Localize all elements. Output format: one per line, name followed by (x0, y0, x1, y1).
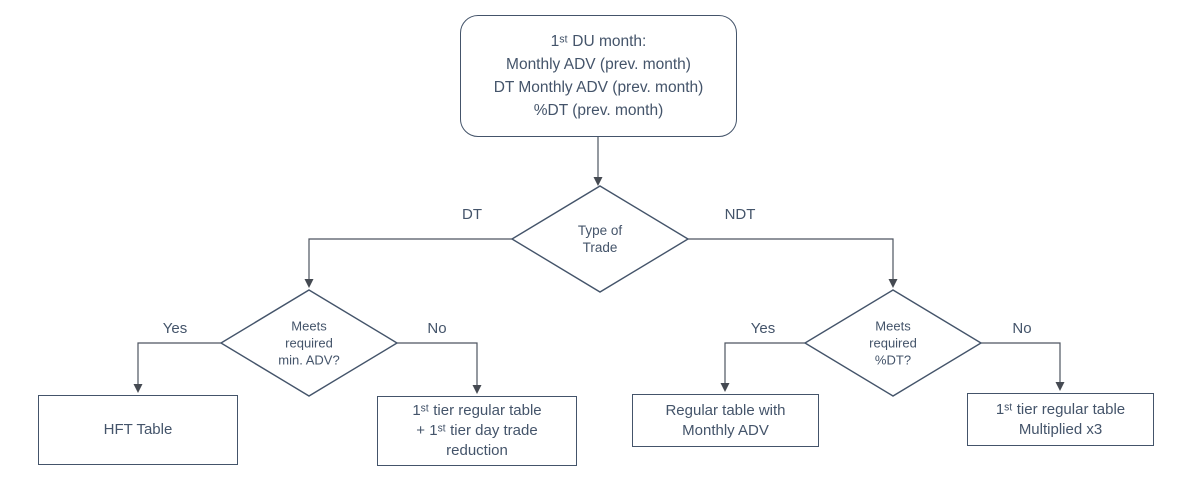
dt-no-result-line: + 1ˢᵗ tier day trade (416, 422, 538, 439)
ndt-yes-result-line: Regular table with (665, 401, 786, 419)
hft-table-node: HFT Table (38, 395, 238, 465)
start-node-line: Monthly ADV (prev. month) (506, 56, 691, 73)
meets-min-adv-line: min. ADV? (278, 352, 340, 368)
meets-pct-dt-label: Meets required %DT? (869, 318, 917, 369)
connector-pct-dt-yes-to-regular (720, 342, 805, 392)
meets-pct-dt-line: %DT? (874, 352, 912, 368)
type-of-trade-line: Trade (582, 240, 618, 255)
ndt-no-result-line: 1ˢᵗ tier regular table (995, 400, 1126, 418)
edge-label-dt: DT (462, 206, 482, 223)
dt-no-result-line: 1ˢᵗ tier regular table (412, 402, 542, 419)
ndt-yes-result-line: Monthly ADV (682, 421, 769, 439)
type-of-trade-label: Type of Trade (578, 222, 622, 256)
type-of-trade-diamond (510, 185, 690, 293)
ndt-yes-result-node: Regular table with Monthly ADV (632, 394, 819, 447)
ndt-no-result-line: Multiplied x3 (1018, 420, 1103, 438)
ndt-no-result-node: 1ˢᵗ tier regular table Multiplied x3 (967, 393, 1154, 446)
start-node: 1ˢᵗ DU month: Monthly ADV (prev. month) … (460, 15, 737, 137)
edge-label-ndt: NDT (724, 206, 756, 223)
meets-pct-dt-diamond (803, 289, 983, 397)
meets-min-adv-line: required (285, 335, 333, 351)
connector-pct-dt-no-to-multiplied (981, 342, 1065, 391)
meets-pct-dt-line: Meets (875, 318, 911, 334)
hft-table-line: HFT Table (103, 421, 173, 438)
connector-min-adv-no-to-reduction (397, 342, 482, 394)
edge-label-dt-no: No (427, 320, 447, 337)
edge-label-ndt-yes: Yes (750, 320, 776, 337)
dt-no-result-line: reduction (446, 442, 508, 459)
edge-label-dt-yes: Yes (162, 320, 188, 337)
start-node-line: %DT (prev. month) (533, 102, 664, 119)
meets-min-adv-line: Meets (291, 318, 327, 334)
meets-pct-dt-line: required (869, 335, 917, 351)
connector-min-adv-yes-to-hft (133, 342, 221, 393)
edge-label-ndt-no: No (1012, 320, 1032, 337)
connector-type-to-min-adv (304, 238, 512, 288)
start-node-line: DT Monthly ADV (prev. month) (493, 79, 704, 96)
type-of-trade-line: Type of (577, 223, 623, 238)
meets-min-adv-label: Meets required min. ADV? (278, 318, 339, 369)
start-node-line: 1ˢᵗ DU month: (550, 33, 647, 50)
meets-min-adv-diamond (219, 289, 399, 397)
dt-no-result-node: 1ˢᵗ tier regular table + 1ˢᵗ tier day tr… (377, 396, 577, 466)
connector-type-to-pct-dt (688, 238, 898, 288)
